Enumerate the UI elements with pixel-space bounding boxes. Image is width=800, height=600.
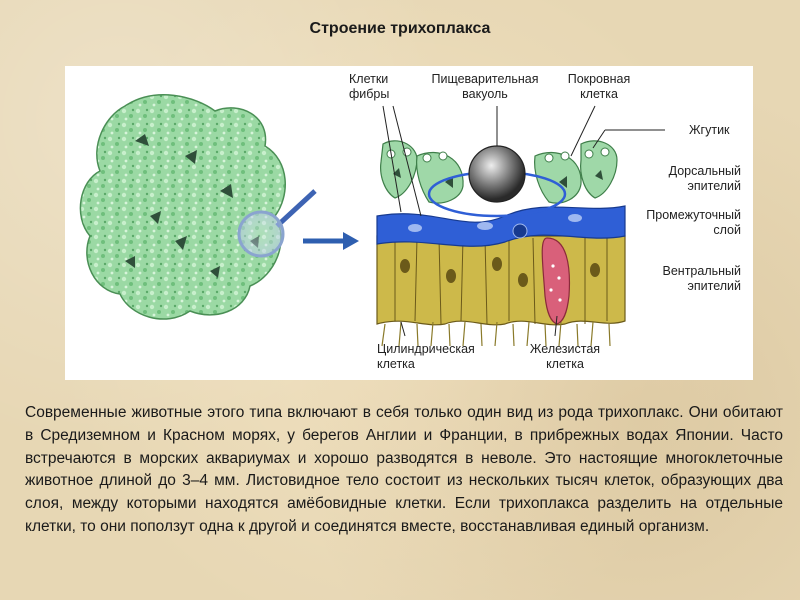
digestive-vacuole	[469, 146, 525, 202]
trichoplax-body	[80, 95, 285, 319]
label-glandular-cell: Железистая клетка	[515, 342, 615, 372]
label-fiber-cells: Клетки фибры	[349, 72, 389, 102]
diagram-figure: Клетки фибры Пищеварительная вакуоль Пок…	[65, 66, 753, 380]
label-digestive-vacuole: Пищеварительная вакуоль	[410, 72, 560, 102]
description-text: Современные животные этого типа включают…	[25, 402, 783, 539]
label-flagellum: Жгутик	[689, 123, 730, 138]
tissue-section	[377, 106, 665, 346]
label-cover-cell: Покровная клетка	[551, 72, 647, 102]
slide-title: Строение трихоплакса	[0, 20, 800, 38]
arrow-icon	[303, 232, 359, 250]
ventral-epithelium	[377, 236, 625, 346]
label-dorsal-epithelium: Дорсальный эпителий	[625, 164, 741, 194]
label-cylindrical-cell: Цилиндрическая клетка	[377, 342, 475, 372]
label-ventral-epithelium: Вентральный эпителий	[625, 264, 741, 294]
label-intermediate-layer: Промежуточный слой	[625, 208, 741, 238]
